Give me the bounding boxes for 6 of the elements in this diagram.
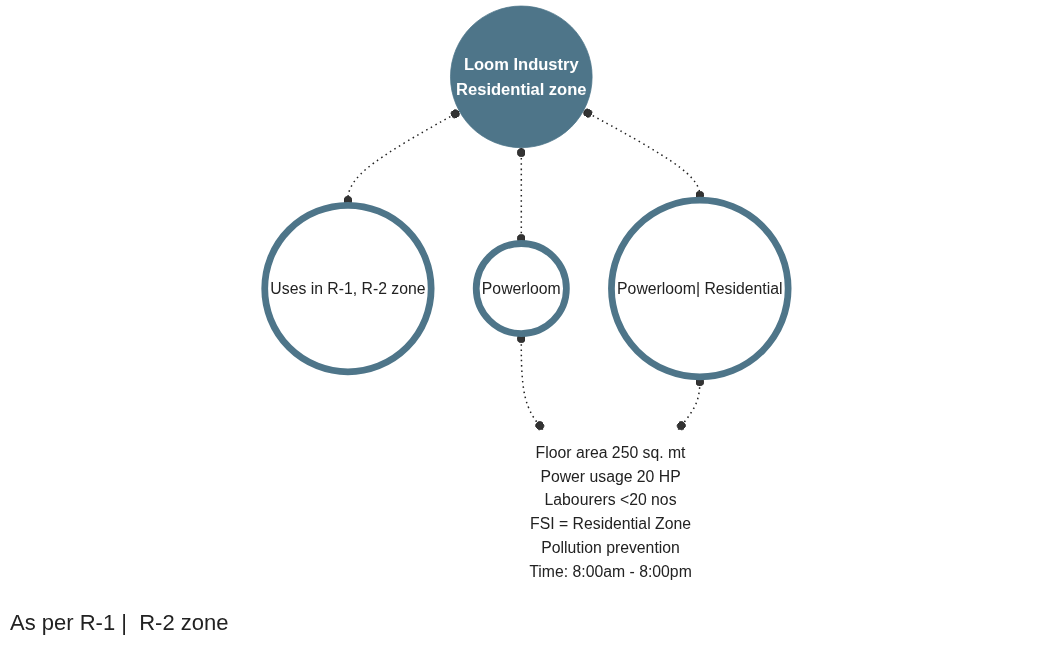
node-circle: Powerloom [472, 240, 570, 338]
node-circle: Uses in R-1, R-2 zone [260, 202, 435, 376]
node-circle: Loom Industry Residential zone [449, 5, 593, 149]
note-text: As per R-1 | R-2 zone [10, 610, 229, 636]
node-circle: Powerloom| Residential [607, 196, 792, 381]
node-text: Floor area 250 sq. mt Power usage 20 HP Labourers <20 nos FSI = Residential Zone Pollution prevention Time: 8:00am - 8:00pm [528, 443, 692, 580]
